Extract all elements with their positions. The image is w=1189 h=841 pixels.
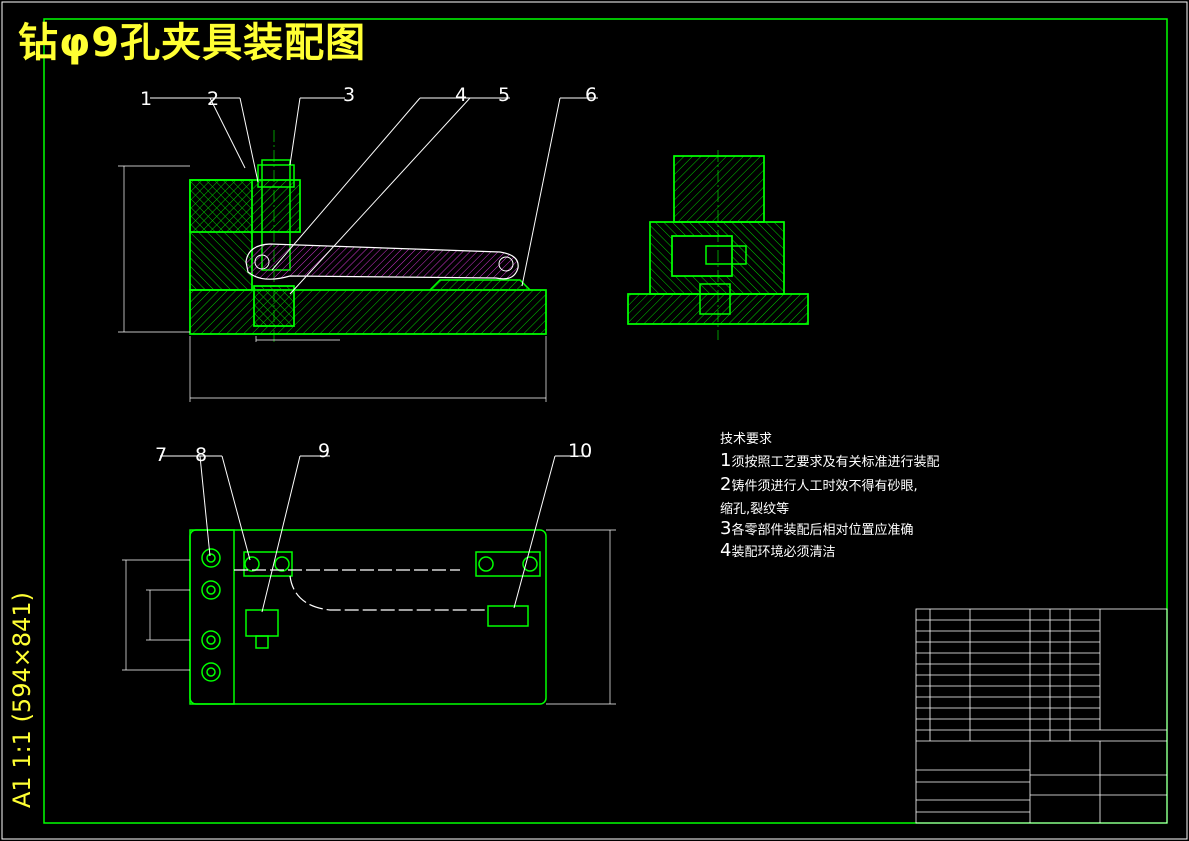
balloon-7: 7 bbox=[155, 444, 168, 466]
balloon-2: 2 bbox=[207, 88, 220, 110]
top-view bbox=[189, 529, 547, 705]
inner-frame bbox=[43, 18, 1168, 824]
balloon-9: 9 bbox=[318, 440, 331, 462]
requirement-1: 1须按照工艺要求及有关标准进行装配 bbox=[720, 450, 940, 471]
requirements-heading: 技术要求 bbox=[720, 432, 773, 447]
title-block bbox=[915, 608, 1168, 824]
balloon-5: 5 bbox=[498, 84, 511, 106]
rod-top-outline bbox=[234, 569, 486, 611]
balloon-6: 6 bbox=[585, 84, 598, 106]
requirement-3: 3各零部件装配后相对位置应准确 bbox=[720, 518, 914, 539]
balloon-3: 3 bbox=[343, 84, 356, 106]
front-dimensions bbox=[118, 165, 547, 402]
balloon-10: 10 bbox=[568, 440, 593, 462]
requirement-2: 2铸件须进行人工时效不得有砂眼, bbox=[720, 474, 918, 495]
top-dimensions bbox=[122, 529, 616, 705]
rod-small-end-hole bbox=[254, 254, 270, 270]
drawing-title: 钻φ9孔夹具装配图 bbox=[18, 20, 367, 66]
scale-label: A1 1:1 (594×841) bbox=[8, 591, 36, 808]
leader-lines-top bbox=[150, 97, 598, 295]
balloon-8: 8 bbox=[195, 444, 208, 466]
side-view bbox=[627, 150, 809, 340]
requirement-4: 4装配环境必须清洁 bbox=[720, 540, 836, 561]
balloon-1: 1 bbox=[140, 88, 153, 110]
connecting-rod-workpiece bbox=[245, 243, 519, 280]
balloon-4: 4 bbox=[455, 84, 468, 106]
rod-big-end-hole bbox=[498, 256, 514, 272]
leader-lines-bottom bbox=[160, 455, 590, 613]
front-view bbox=[189, 130, 547, 345]
requirement-2-cont: 缩孔,裂纹等 bbox=[720, 502, 790, 517]
